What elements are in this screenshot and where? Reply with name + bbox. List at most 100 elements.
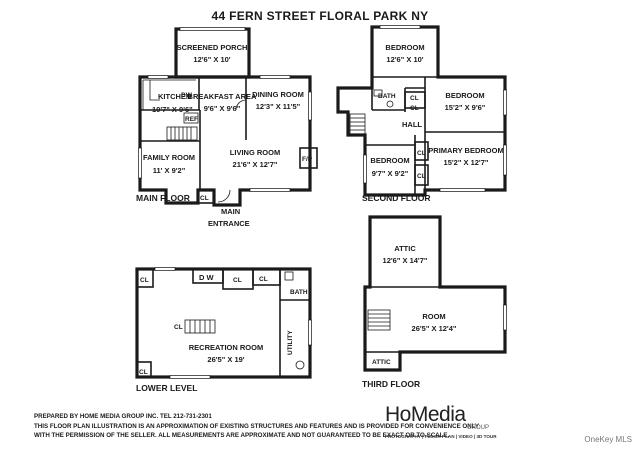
window bbox=[154, 267, 176, 271]
counter bbox=[142, 79, 196, 110]
kitchen-label: KITCHEN bbox=[158, 92, 191, 101]
dining-dims: 12'3" X 11'5" bbox=[256, 102, 301, 111]
breakfast-label: BREAKFAST AREA bbox=[188, 92, 257, 101]
bedroom-right-dims: 15'2" X 9'6" bbox=[445, 103, 486, 112]
screened-porch-label: SCREENED PORCH bbox=[177, 43, 248, 52]
recreation-label: RECREATION ROOM bbox=[189, 343, 263, 352]
homedia-logo: HoMedia GROUP PHOTOGRAPHY | FLOOR PLAN |… bbox=[385, 403, 497, 439]
closet bbox=[136, 361, 152, 378]
primary-bedroom-label: PRIMARY BEDROOM bbox=[428, 146, 503, 155]
second-floor: BEDROOM 12'6" X 10' BEDROOM 15'2" X 9'6"… bbox=[336, 25, 507, 203]
logo-brand: HoMedia bbox=[385, 403, 466, 426]
sink bbox=[386, 100, 394, 108]
bedroom-left-label: BEDROOM bbox=[370, 156, 409, 165]
family-dims: 11' X 9'2" bbox=[153, 166, 186, 175]
window bbox=[308, 91, 312, 121]
disclaimer-line-1: PREPARED BY HOME MEDIA GROUP INC. TEL 21… bbox=[34, 413, 212, 420]
third-room-label: ROOM bbox=[422, 312, 445, 321]
third-floor-outline bbox=[363, 215, 507, 372]
hall-label: HALL bbox=[402, 120, 422, 129]
third-stair bbox=[367, 309, 391, 331]
living-dims: 21'6" X 12'7" bbox=[233, 160, 278, 169]
family-label: FAMILY ROOM bbox=[143, 153, 195, 162]
disclaimer-line-3: WITH THE PERMISSION OF THE SELLER. ALL M… bbox=[34, 432, 450, 439]
plan-title: 44 FERN STREET FLORAL PARK NY bbox=[212, 9, 429, 23]
second-stair bbox=[349, 113, 366, 137]
closet-label: CL bbox=[139, 369, 148, 376]
closet-label: CL bbox=[140, 277, 149, 284]
fireplace-label: F/P bbox=[302, 156, 313, 163]
bedroom-left-dims: 9'7" X 9'2" bbox=[372, 169, 409, 178]
ref-label: REF bbox=[185, 116, 198, 123]
second-floor-outline bbox=[336, 25, 507, 197]
attic-top-dims: 12'6" X 14'7" bbox=[383, 256, 428, 265]
closet-label: CL bbox=[259, 276, 268, 283]
mls-credit: OneKey MLS bbox=[584, 435, 632, 444]
second-floor-title: SECOND FLOOR bbox=[362, 193, 430, 203]
attic-small-label: ATTIC bbox=[372, 359, 391, 366]
third-floor-title: THIRD FLOOR bbox=[362, 379, 420, 389]
dw-label: D W bbox=[199, 273, 215, 282]
closet-label: CL bbox=[410, 95, 419, 102]
closet-label: CL bbox=[417, 150, 426, 157]
disclaimer-line-2: THIS FLOOR PLAN ILLUSTRATION IS AN APPRO… bbox=[34, 423, 480, 430]
closet-label: CL bbox=[233, 277, 242, 284]
closet bbox=[414, 141, 429, 161]
primary-bedroom-dims: 15'2" X 12'7" bbox=[444, 158, 489, 167]
door-swing bbox=[217, 189, 231, 203]
window bbox=[379, 25, 421, 29]
window bbox=[503, 304, 507, 331]
utility-fixture bbox=[295, 360, 305, 370]
main-stair bbox=[166, 126, 198, 141]
window bbox=[363, 154, 367, 184]
attic-top-label: ATTIC bbox=[394, 244, 416, 253]
closet bbox=[404, 91, 426, 109]
main-floor-title: MAIN FLOOR bbox=[136, 193, 190, 203]
entrance-label-2: ENTRANCE bbox=[208, 219, 250, 228]
window bbox=[169, 375, 211, 379]
closet-label: CL bbox=[174, 324, 183, 331]
utility-label: UTILITY bbox=[287, 330, 294, 355]
closet bbox=[136, 268, 154, 288]
window bbox=[308, 319, 312, 346]
closet-label: CL bbox=[410, 105, 419, 112]
window bbox=[179, 27, 246, 31]
window bbox=[439, 188, 486, 192]
toilet bbox=[373, 89, 383, 97]
window bbox=[259, 75, 291, 79]
ref-box bbox=[183, 112, 199, 124]
window bbox=[249, 188, 291, 192]
window bbox=[138, 147, 142, 179]
screened-porch-walls bbox=[174, 27, 251, 79]
fireplace bbox=[299, 147, 318, 169]
window bbox=[503, 89, 507, 116]
entry-closet bbox=[197, 189, 215, 204]
main-floor: SCREENED PORCH 12'6" X 10' KITCHEN 10'7"… bbox=[136, 27, 318, 228]
toilet bbox=[284, 271, 294, 281]
lower-level-title: LOWER LEVEL bbox=[136, 383, 197, 393]
breakfast-dims: 9'6" X 9'6" bbox=[204, 104, 241, 113]
bath-label: BATH bbox=[290, 289, 308, 296]
bedroom-top-dims: 12'6" X 10' bbox=[386, 55, 423, 64]
closet-label: CL bbox=[200, 195, 209, 202]
window bbox=[503, 144, 507, 176]
bedroom-top-label: BEDROOM bbox=[385, 43, 424, 52]
kitchen-dims: 10'7" X 9'6" bbox=[152, 105, 193, 114]
screened-porch-dims: 12'6" X 10' bbox=[193, 55, 230, 64]
logo-tagline: PHOTOGRAPHY | FLOOR PLAN | VIDEO | 3D TO… bbox=[385, 434, 497, 439]
bath-label: BATH bbox=[378, 93, 396, 100]
third-room-dims: 26'5" X 12'4" bbox=[412, 324, 457, 333]
closet bbox=[252, 268, 281, 286]
bedroom-right-label: BEDROOM bbox=[445, 91, 484, 100]
dining-label: DINING ROOM bbox=[252, 90, 304, 99]
entrance-label-1: MAIN bbox=[221, 207, 240, 216]
window bbox=[147, 75, 169, 79]
logo-group: GROUP bbox=[467, 425, 490, 431]
lower-stair bbox=[184, 319, 216, 334]
closet bbox=[414, 164, 429, 186]
lower-level: CL D W CL CL BATH CL CL RECREATION ROOM … bbox=[135, 267, 312, 393]
dw-label: DW bbox=[181, 92, 193, 99]
closet-label: CL bbox=[417, 173, 426, 180]
recreation-dims: 26'5" X 19' bbox=[207, 355, 244, 364]
